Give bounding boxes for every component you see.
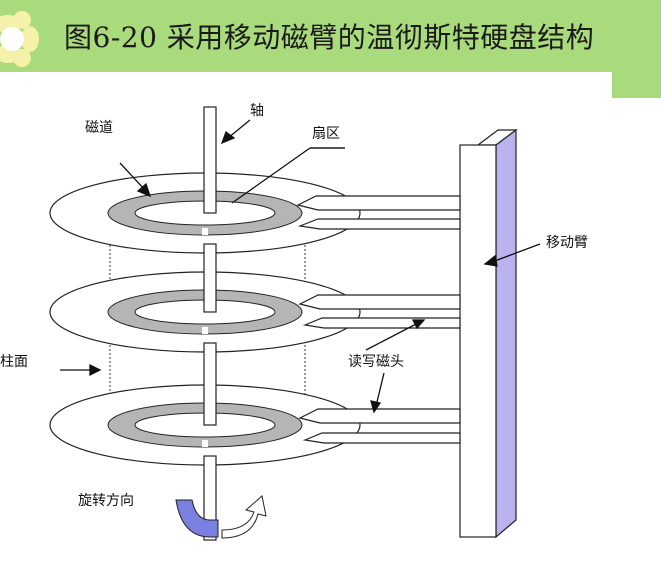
head-arms xyxy=(296,195,461,444)
title-banner xyxy=(0,0,661,72)
arm-label: 移动臂 xyxy=(546,235,588,251)
rotation-label: 旋转方向 xyxy=(78,493,134,509)
rotation-arrow-icon xyxy=(175,495,267,539)
cylinder-label: 柱面 xyxy=(0,354,28,370)
sector-label: 扇区 xyxy=(312,126,340,142)
axis-label: 轴 xyxy=(250,103,264,119)
pointer-arrows xyxy=(60,119,541,414)
title-banner-tab xyxy=(612,72,661,98)
flower-logo xyxy=(0,11,39,67)
head-label: 读写磁头 xyxy=(348,353,404,370)
page-title: 图6-20 采用移动磁臂的温彻斯特硬盘结构 xyxy=(64,21,595,54)
moving-arm xyxy=(459,128,518,539)
track-label: 磁道 xyxy=(85,120,113,136)
spindle-axis xyxy=(203,106,217,541)
